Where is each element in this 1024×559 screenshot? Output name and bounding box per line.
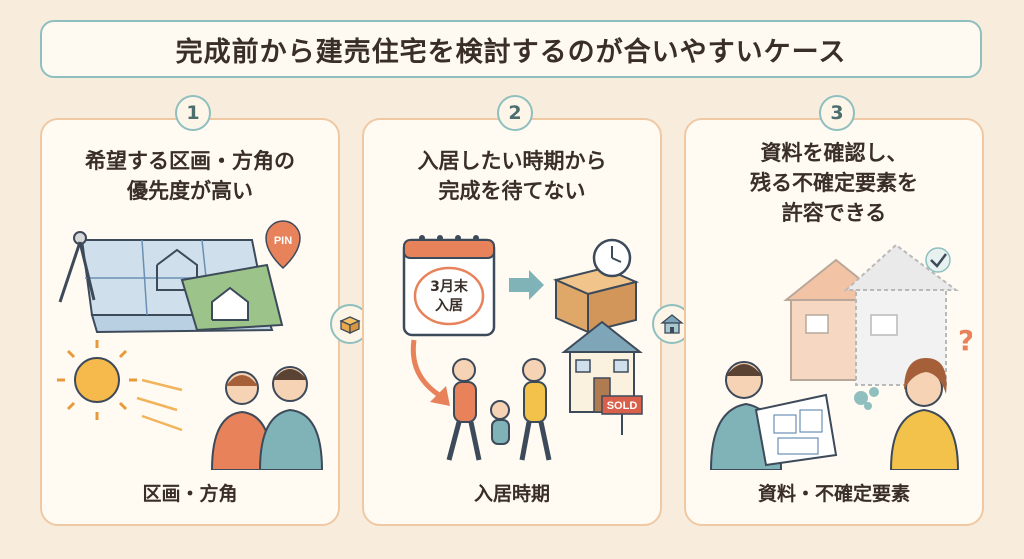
step-badge-1: 1 <box>175 95 211 131</box>
title-banner: 完成前から建売住宅を検討するのが合いやすいケース <box>40 20 982 78</box>
sunlight-arrows-icon <box>136 378 183 432</box>
step-badge-2: 2 <box>497 95 533 131</box>
case-card-1: 希望する区画・方角の 優先度が高い PIN <box>40 118 340 526</box>
page-title: 完成前から建売住宅を検討するのが合いやすいケース <box>175 36 847 68</box>
pin-label: PIN <box>274 235 292 247</box>
check-icon <box>925 247 951 273</box>
card-3-heading-line: 許容できる <box>781 201 887 225</box>
calendar-icon: 3月末 入居 <box>402 235 496 337</box>
card-2-heading-line: 入居したい時期から <box>417 149 607 173</box>
card-1-heading: 希望する区画・方角の 優先度が高い <box>42 146 338 206</box>
card-3-heading-line: 残る不確定要素を <box>750 171 918 195</box>
case-card-2: 入居したい時期から 完成を待てない 3月末 入居 <box>362 118 662 526</box>
card-3-heading: 資料を確認し、 残る不確定要素を 許容できる <box>686 138 982 228</box>
sold-label: SOLD <box>607 400 638 412</box>
location-pin-icon: PIN <box>265 220 301 270</box>
house-sketch-icon <box>783 243 959 386</box>
case-card-3: 資料を確認し、 残る不確定要素を 許容できる <box>684 118 984 526</box>
card-1-heading-line: 優先度が高い <box>127 179 253 203</box>
step-badge-3: 3 <box>819 95 855 131</box>
calendar-text-line: 入居 <box>435 298 463 314</box>
sold-sign-icon: SOLD <box>601 395 643 435</box>
lot-direction-illustration: PIN <box>57 220 324 470</box>
move-in-timing-illustration: 3月末 入居 <box>402 235 643 461</box>
card-2-heading: 入居したい時期から 完成を待てない <box>364 146 660 206</box>
man-reading-plan-icon <box>709 361 838 470</box>
family-walking-icon <box>446 358 552 461</box>
card-3-label: 資料・不確定要素 <box>757 483 910 505</box>
sun-icon <box>57 340 137 420</box>
package-box-icon <box>552 266 640 334</box>
small-house-icon <box>211 286 249 321</box>
documents-uncertainty-illustration: ? <box>709 243 972 470</box>
card-2-heading-line: 完成を待てない <box>438 179 586 203</box>
arrow-right-icon <box>509 270 544 300</box>
calendar-text-line: 3月末 <box>430 278 469 295</box>
clock-icon <box>592 238 632 278</box>
couple-icon <box>210 366 324 470</box>
curved-arrow-icon <box>410 339 441 398</box>
thought-dots-icon <box>854 387 879 410</box>
card-1-heading-line: 希望する区画・方角の <box>85 149 295 173</box>
card-2-label: 入居時期 <box>473 483 550 505</box>
compass-icon <box>58 231 96 303</box>
woman-thinking-icon: ? <box>889 324 972 470</box>
question-mark-icon: ? <box>958 324 972 357</box>
card-1-label: 区画・方角 <box>142 483 238 505</box>
card-3-heading-line: 資料を確認し、 <box>760 141 908 165</box>
